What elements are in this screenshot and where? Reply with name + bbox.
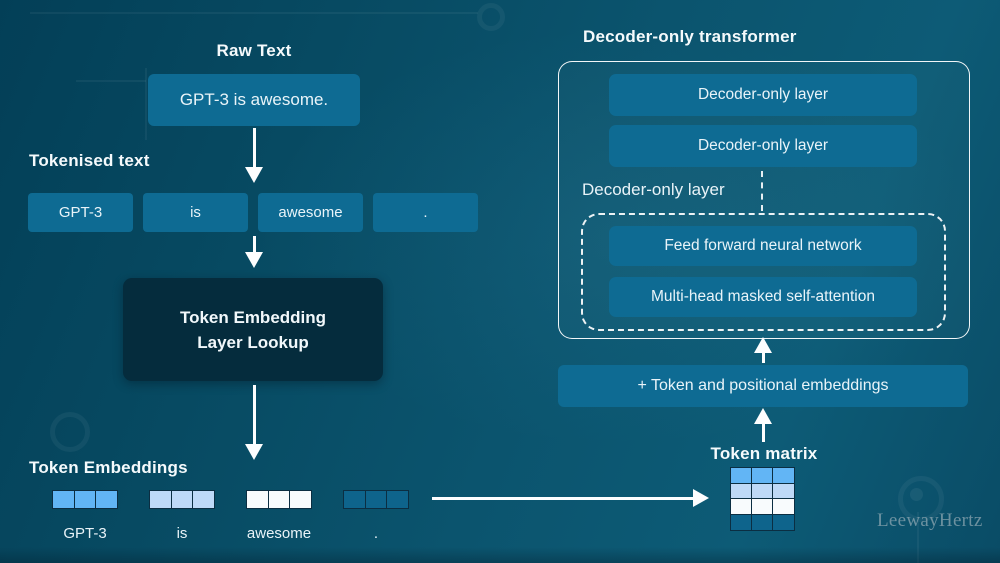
token-embeddings-heading: Token Embeddings (29, 458, 188, 477)
arrow-matrix-to-embedbox-head (754, 408, 772, 424)
circuit-node-ring-left (50, 412, 90, 452)
arrow-raw-to-tokens-head (245, 167, 263, 183)
token-matrix-heading: Token matrix (710, 444, 818, 463)
embedding-strip-period (343, 490, 409, 509)
token-positional-embeddings-box: + Token and positional embeddings (558, 365, 968, 407)
matrix-cell (772, 467, 795, 484)
embedding-cell (364, 490, 388, 509)
decoder-layer-box-1: Decoder-only layer (609, 74, 917, 116)
matrix-cell (772, 513, 795, 531)
decoder-layer-expanded-label: Decoder-only layer (582, 180, 725, 199)
token-embedding-lookup-box: Token Embedding Layer Lookup (123, 278, 383, 381)
matrix-row-is (730, 482, 795, 500)
leewayhertz-watermark: LeewayHertz (877, 510, 983, 531)
matrix-cell (772, 482, 795, 500)
embedding-strip-awesome (246, 490, 312, 509)
matrix-cell (772, 498, 795, 515)
feed-forward-box: Feed forward neural network (609, 226, 917, 266)
decoder-layer-detail-box (581, 213, 946, 331)
matrix-cell (751, 498, 774, 515)
embedding-cell (149, 490, 172, 509)
embedding-cell (95, 490, 118, 509)
embedding-cell (289, 490, 312, 509)
token-box-is: is (143, 193, 248, 232)
arrow-embeddings-to-matrix-stem (432, 497, 694, 500)
raw-text-heading: Raw Text (216, 41, 292, 60)
matrix-cell (751, 513, 774, 531)
circuit-trace-horizontal (30, 12, 478, 14)
matrix-cell (730, 513, 753, 531)
lookup-box-line1: Token Embedding (179, 307, 327, 327)
token-matrix-grid (730, 467, 795, 531)
matrix-row-period (730, 513, 795, 531)
arrow-embeddings-to-matrix-head (693, 489, 709, 507)
embedding-label-awesome: awesome (246, 525, 312, 542)
embedding-cell (246, 490, 269, 509)
arrow-raw-to-tokens-stem (253, 128, 256, 168)
embedding-cell (52, 490, 75, 509)
token-box-period: . (373, 193, 478, 232)
embedding-cell (170, 490, 194, 509)
embedding-label-gpt3: GPT-3 (63, 525, 107, 542)
matrix-row-gpt3 (730, 467, 795, 484)
arrow-tokens-to-lookup-stem (253, 236, 256, 254)
arrow-matrix-to-embedbox-stem (762, 422, 765, 442)
circuit-node-dot (910, 488, 923, 501)
matrix-cell (730, 482, 753, 500)
lookup-box-line2: Layer Lookup (197, 332, 309, 352)
matrix-cell (751, 482, 774, 500)
circuit-trace-vertical-left (145, 68, 147, 140)
decoder-layer-connector-dashed (761, 171, 763, 211)
matrix-row-awesome (730, 498, 795, 515)
embedding-label-period: . (373, 525, 379, 542)
arrow-embedbox-to-transformer-stem (762, 351, 765, 363)
tokenised-text-heading: Tokenised text (29, 151, 150, 170)
circuit-node-ring-top (477, 3, 505, 31)
decoder-layer-box-2: Decoder-only layer (609, 125, 917, 167)
matrix-cell (730, 498, 753, 515)
matrix-cell (751, 467, 774, 484)
arrow-lookup-to-embeddings-stem (253, 385, 256, 445)
decoder-transformer-heading: Decoder-only transformer (583, 27, 797, 46)
embedding-cell (386, 490, 409, 509)
token-box-gpt3: GPT-3 (28, 193, 133, 232)
raw-text-box: GPT-3 is awesome. (148, 74, 360, 126)
embedding-cell (73, 490, 97, 509)
masked-attention-box: Multi-head masked self-attention (609, 277, 917, 317)
embedding-cell (343, 490, 366, 509)
embedding-label-is: is (176, 525, 188, 542)
token-box-awesome: awesome (258, 193, 363, 232)
embedding-cell (192, 490, 215, 509)
arrow-tokens-to-lookup-head (245, 252, 263, 268)
arrow-lookup-to-embeddings-head (245, 444, 263, 460)
matrix-cell (730, 467, 753, 484)
circuit-trace-horizontal-left (76, 80, 146, 82)
embedding-cell (267, 490, 291, 509)
embedding-strip-gpt3 (52, 490, 118, 509)
embedding-strip-is (149, 490, 215, 509)
arrow-embedbox-to-transformer-head (754, 337, 772, 353)
